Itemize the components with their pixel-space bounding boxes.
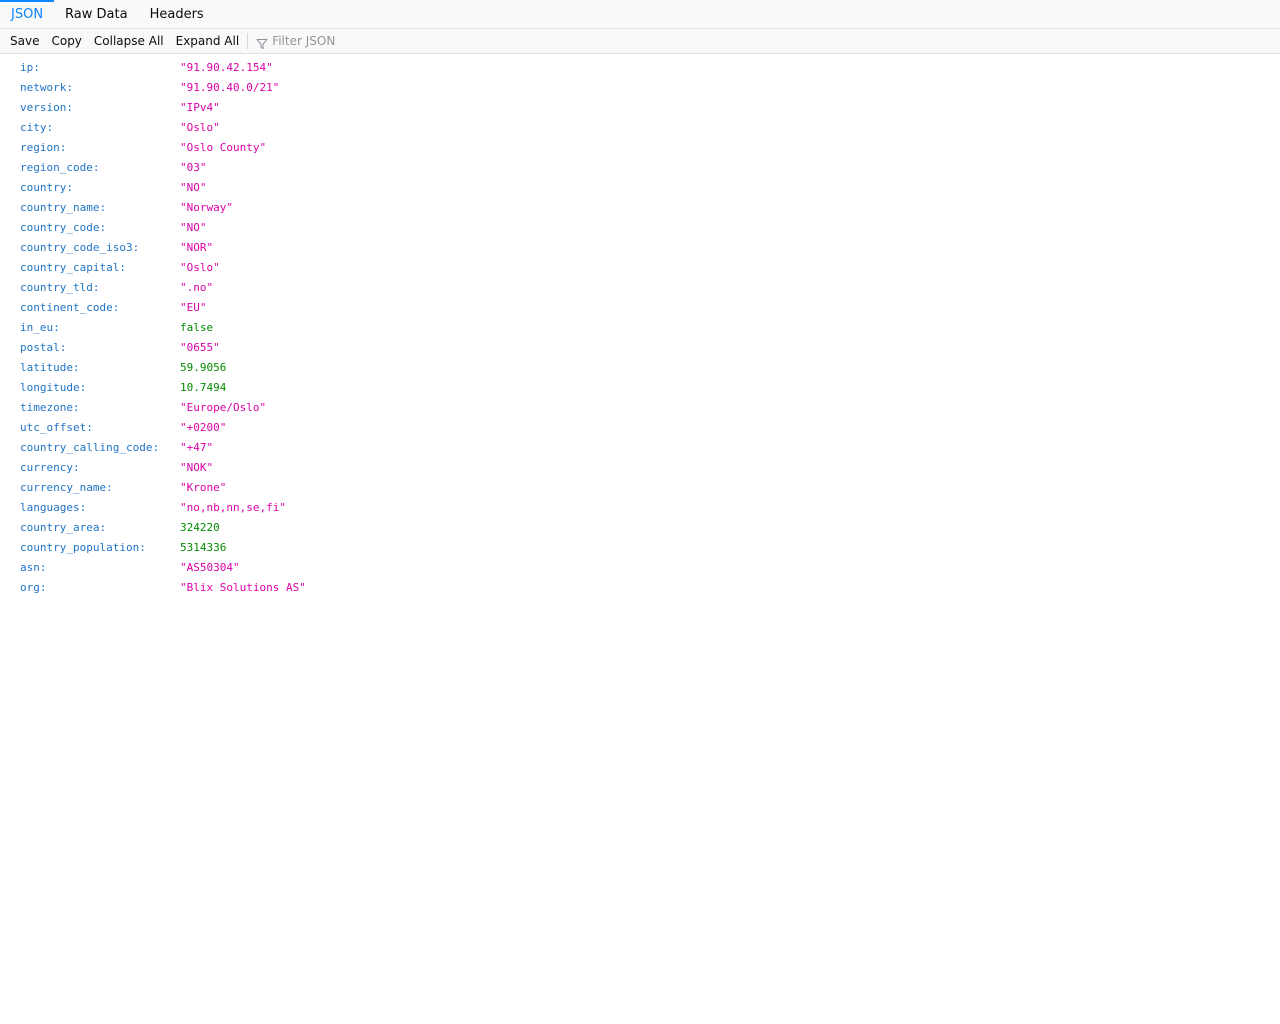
json-row[interactable]: longitude: 10.7494: [0, 378, 1280, 398]
json-key: country_name:: [20, 201, 107, 214]
json-value: "Oslo County": [180, 141, 267, 154]
json-key: currency:: [20, 461, 80, 474]
json-row[interactable]: in_eu: false: [0, 318, 1280, 338]
json-row[interactable]: org: "Blix Solutions AS": [0, 578, 1280, 598]
json-row[interactable]: region: "Oslo County": [0, 138, 1280, 158]
json-value: "91.90.42.154": [180, 61, 273, 74]
json-key: city:: [20, 121, 54, 134]
json-value: "NO": [180, 221, 207, 234]
json-value: "IPv4": [180, 101, 220, 114]
collapse-all-button[interactable]: Collapse All: [93, 33, 164, 48]
json-value: 324220: [180, 521, 220, 534]
json-value: "Norway": [180, 201, 233, 214]
json-value: "Blix Solutions AS": [180, 581, 306, 594]
json-value: "Oslo": [180, 261, 220, 274]
tab-json[interactable]: JSON: [0, 0, 55, 28]
json-row[interactable]: country_calling_code: "+47": [0, 438, 1280, 458]
filter-json-input[interactable]: [272, 34, 573, 48]
json-row[interactable]: asn: "AS50304": [0, 558, 1280, 578]
json-value: "91.90.40.0/21": [180, 81, 280, 94]
save-button[interactable]: Save: [10, 33, 40, 48]
json-row[interactable]: city: "Oslo": [0, 118, 1280, 138]
json-key: timezone:: [20, 401, 80, 414]
json-key: longitude:: [20, 381, 87, 394]
json-key: latitude:: [20, 361, 80, 374]
json-row[interactable]: country_area: 324220: [0, 518, 1280, 538]
toolbar-divider: [247, 33, 249, 49]
json-value: "0655": [180, 341, 220, 354]
json-key: country_code_iso3:: [20, 241, 140, 254]
json-toolbar: Save Copy Collapse All Expand All: [0, 29, 1280, 54]
json-key: asn:: [20, 561, 47, 574]
json-value: 5314336: [180, 541, 227, 554]
json-key: org:: [20, 581, 47, 594]
json-value: 59.9056: [180, 361, 227, 374]
json-row[interactable]: ip: "91.90.42.154": [0, 58, 1280, 78]
json-key: region:: [20, 141, 67, 154]
json-row[interactable]: country_code: "NO": [0, 218, 1280, 238]
json-value: "NO": [180, 181, 207, 194]
json-value: 10.7494: [180, 381, 227, 394]
json-value: "AS50304": [180, 561, 240, 574]
funnel-icon: [256, 35, 268, 49]
json-key: languages:: [20, 501, 87, 514]
json-key: network:: [20, 81, 73, 94]
json-tree: ip: "91.90.42.154" network: "91.90.40.0/21"…: [0, 54, 1280, 598]
json-value: ".no": [180, 281, 214, 294]
json-row[interactable]: country_population: 5314336: [0, 538, 1280, 558]
json-row[interactable]: country_capital: "Oslo": [0, 258, 1280, 278]
json-row[interactable]: utc_offset: "+0200": [0, 418, 1280, 438]
json-row[interactable]: latitude: 59.9056: [0, 358, 1280, 378]
json-key: country_capital:: [20, 261, 126, 274]
json-key: currency_name:: [20, 481, 113, 494]
json-row[interactable]: timezone: "Europe/Oslo": [0, 398, 1280, 418]
json-value: "Oslo": [180, 121, 220, 134]
json-row[interactable]: country_name: "Norway": [0, 198, 1280, 218]
json-value: "+0200": [180, 421, 227, 434]
json-value: "Krone": [180, 481, 227, 494]
json-key: ip:: [20, 61, 40, 74]
json-row[interactable]: continent_code: "EU": [0, 298, 1280, 318]
json-value: "03": [180, 161, 207, 174]
json-key: postal:: [20, 341, 67, 354]
json-key: in_eu:: [20, 321, 60, 334]
json-key: continent_code:: [20, 301, 120, 314]
json-value: "+47": [180, 441, 214, 454]
json-row[interactable]: currency: "NOK": [0, 458, 1280, 478]
json-value: "NOK": [180, 461, 214, 474]
json-key: country_tld:: [20, 281, 100, 294]
json-row[interactable]: currency_name: "Krone": [0, 478, 1280, 498]
json-value: "Europe/Oslo": [180, 401, 267, 414]
json-key: utc_offset:: [20, 421, 93, 434]
json-row[interactable]: version: "IPv4": [0, 98, 1280, 118]
json-row[interactable]: region_code: "03": [0, 158, 1280, 178]
json-value: false: [180, 321, 214, 334]
expand-all-button[interactable]: Expand All: [175, 33, 240, 48]
json-value: "EU": [180, 301, 207, 314]
tab-bar: JSON Raw Data Headers: [0, 0, 1280, 29]
json-row[interactable]: country: "NO": [0, 178, 1280, 198]
copy-button[interactable]: Copy: [51, 33, 82, 48]
json-key: country_population:: [20, 541, 146, 554]
json-key: region_code:: [20, 161, 100, 174]
json-row[interactable]: network: "91.90.40.0/21": [0, 78, 1280, 98]
tab-raw-data[interactable]: Raw Data: [65, 7, 128, 22]
tab-headers[interactable]: Headers: [149, 7, 204, 22]
json-key: country_calling_code:: [20, 441, 160, 454]
json-key: country_area:: [20, 521, 107, 534]
json-row[interactable]: postal: "0655": [0, 338, 1280, 358]
filter-box[interactable]: [252, 34, 573, 49]
json-key: version:: [20, 101, 73, 114]
json-row[interactable]: country_tld: ".no": [0, 278, 1280, 298]
json-key: country:: [20, 181, 73, 194]
json-row[interactable]: country_code_iso3: "NOR": [0, 238, 1280, 258]
json-row[interactable]: languages: "no,nb,nn,se,fi": [0, 498, 1280, 518]
json-value: "NOR": [180, 241, 214, 254]
json-value: "no,nb,nn,se,fi": [180, 501, 286, 514]
json-key: country_code:: [20, 221, 107, 234]
